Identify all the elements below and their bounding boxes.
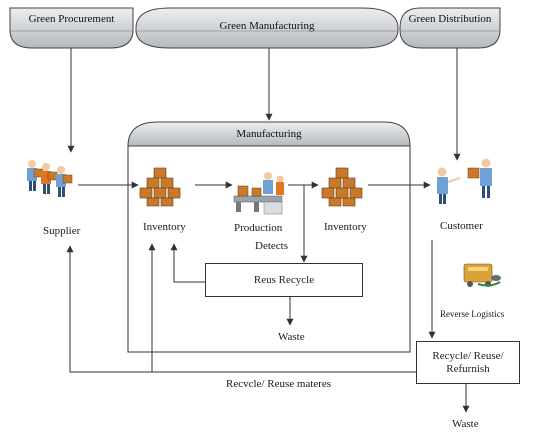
manufacturing-header-shape <box>127 121 411 147</box>
green-distribution-header-shape <box>399 7 501 49</box>
recycle-reuse-refurnish-line2: Refurnish <box>446 362 490 375</box>
inventory-out-label: Inventory <box>324 221 367 233</box>
assembly-line-icon <box>233 172 284 215</box>
handover-box-icon <box>437 158 492 204</box>
inventory-in-label: Inventory <box>143 221 186 233</box>
green-procurement-header-shape <box>9 7 134 49</box>
stacked-boxes-icon <box>139 167 181 207</box>
supplier-label: Supplier <box>43 225 81 237</box>
arrow-recycle-to-supplier <box>66 245 416 373</box>
stacked-boxes-icon <box>321 167 363 207</box>
recycling-parts-icon <box>463 263 501 287</box>
recycle-reuse-materes-label: Recvcle/ Reuse materes <box>226 378 332 390</box>
reus-recycle-box: Reus Recycle <box>205 263 363 297</box>
reus-recycle-label: Reus Recycle <box>253 273 315 286</box>
workers-carrying-boxes-icon <box>27 160 73 197</box>
inner-waste-label: Waste <box>278 331 305 343</box>
arrow-recycle-to-inventory <box>170 243 205 283</box>
green-procurement-label: Green Procurement <box>28 13 115 25</box>
detects-label: Detects <box>255 240 288 252</box>
green-manufacturing-label: Green Manufacturing <box>219 20 315 32</box>
manufacturing-label: Manufacturing <box>236 128 302 140</box>
green-manufacturing-header-shape <box>135 7 399 49</box>
recycle-reuse-refurnish-line1: Recycle/ Reuse/ <box>432 349 504 362</box>
green-distribution-label: Green Distribution <box>408 13 492 25</box>
outer-waste-label: Waste <box>452 418 479 430</box>
recycle-reuse-refurnish-box: Recycle/ Reuse/ Refurnish <box>416 341 520 384</box>
reverse-logistics-label: Reverse Logistics <box>440 309 505 319</box>
customer-label: Customer <box>440 220 483 232</box>
production-label: Production <box>234 222 283 234</box>
